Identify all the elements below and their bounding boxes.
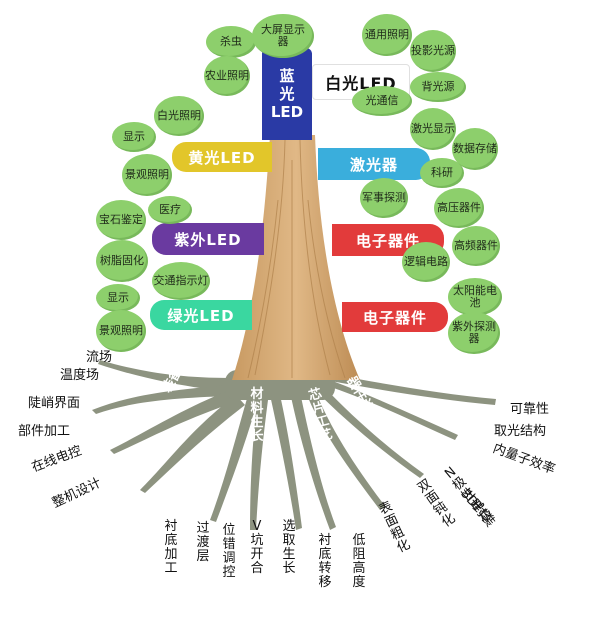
branch-blue-led: 蓝 光 LED	[262, 48, 312, 140]
branch-yellow-label: 黄光LED	[188, 148, 256, 167]
root-item-kekao: 可靠性	[510, 402, 550, 417]
leaf-tongyong: 通用照明	[362, 14, 412, 56]
branch-yellow-led: 黄光LED	[172, 142, 272, 172]
root-item-dizu: 低阻高度	[352, 533, 366, 590]
leaf-nongye: 农业照明	[204, 56, 250, 96]
root-item-liuchang: 流场	[86, 350, 113, 365]
branch-uv-led: 紫外LED	[152, 223, 264, 255]
root-item-chendi-zhuanyi: 衬底转移	[318, 533, 332, 590]
leaf-baiguang: 白光照明	[154, 96, 204, 136]
branch-elec2-label: 电子器件	[362, 308, 427, 327]
branch-uv-label: 紫外LED	[174, 230, 242, 249]
leaf-xianshi-1: 显示	[112, 122, 156, 152]
leaf-shuzhi: 树脂固化	[96, 240, 148, 282]
branch-blue-line3: LED	[270, 103, 304, 121]
branch-elec1-label: 电子器件	[355, 231, 420, 250]
root-item-bujian: 部件加工	[18, 424, 71, 439]
root-item-douqiao: 陡峭界面	[28, 396, 81, 411]
leaf-yiliao: 医疗	[148, 196, 192, 224]
leaf-keyan: 科研	[420, 158, 464, 188]
root-item-chendi-jiagong: 衬底加工	[164, 519, 178, 576]
leaf-taiyang: 太阳能电池	[448, 278, 502, 316]
leaf-shachong: 杀虫	[206, 26, 256, 58]
leaf-touying: 投影光源	[410, 30, 456, 72]
branch-electronics-2: 电子器件	[342, 302, 448, 332]
leaf-baoshi: 宝石鉴定	[96, 200, 146, 240]
leaf-jingguan-2: 景观照明	[96, 310, 146, 352]
branch-blue-line1: 蓝	[279, 67, 295, 85]
leaf-xianshi-2: 显示	[96, 284, 140, 312]
leaf-luoji: 逻辑电路	[402, 242, 450, 282]
root-item-guodu: 过渡层	[196, 521, 210, 564]
leaf-guangtongxin: 光通信	[352, 86, 412, 116]
root-item-weicuo: 位错调控	[222, 523, 236, 580]
branch-blue-line2: 光	[279, 85, 295, 103]
leaf-dapin: 大屏显示器	[252, 14, 314, 58]
leaf-ziwai: 紫外探测器	[448, 312, 500, 354]
branch-green-led: 绿光LED	[150, 300, 252, 330]
branch-green-label: 绿光LED	[167, 306, 235, 325]
leaf-jiaotong: 交通指示灯	[152, 262, 210, 300]
root-item-wenduchang: 温度场	[60, 368, 100, 383]
leaf-shuju: 数据存储	[452, 128, 498, 170]
branch-laser-label: 激光器	[349, 155, 398, 174]
root-item-quguang: 取光结构	[494, 424, 547, 439]
leaf-gaoya: 高压器件	[434, 188, 484, 228]
root-category-growth: 材料生长	[250, 387, 264, 444]
root-item-xuanqu: 选取生长	[282, 519, 296, 576]
leaf-beiguang: 背光源	[410, 72, 466, 102]
leaf-gaopin: 高频器件	[452, 226, 500, 266]
leaf-jiguangxianshi: 激光显示	[410, 108, 456, 150]
leaf-jingguan-1: 景观照明	[122, 154, 172, 196]
branch-laser: 激光器	[318, 148, 430, 180]
leaf-junshi: 军事探测	[360, 178, 408, 218]
